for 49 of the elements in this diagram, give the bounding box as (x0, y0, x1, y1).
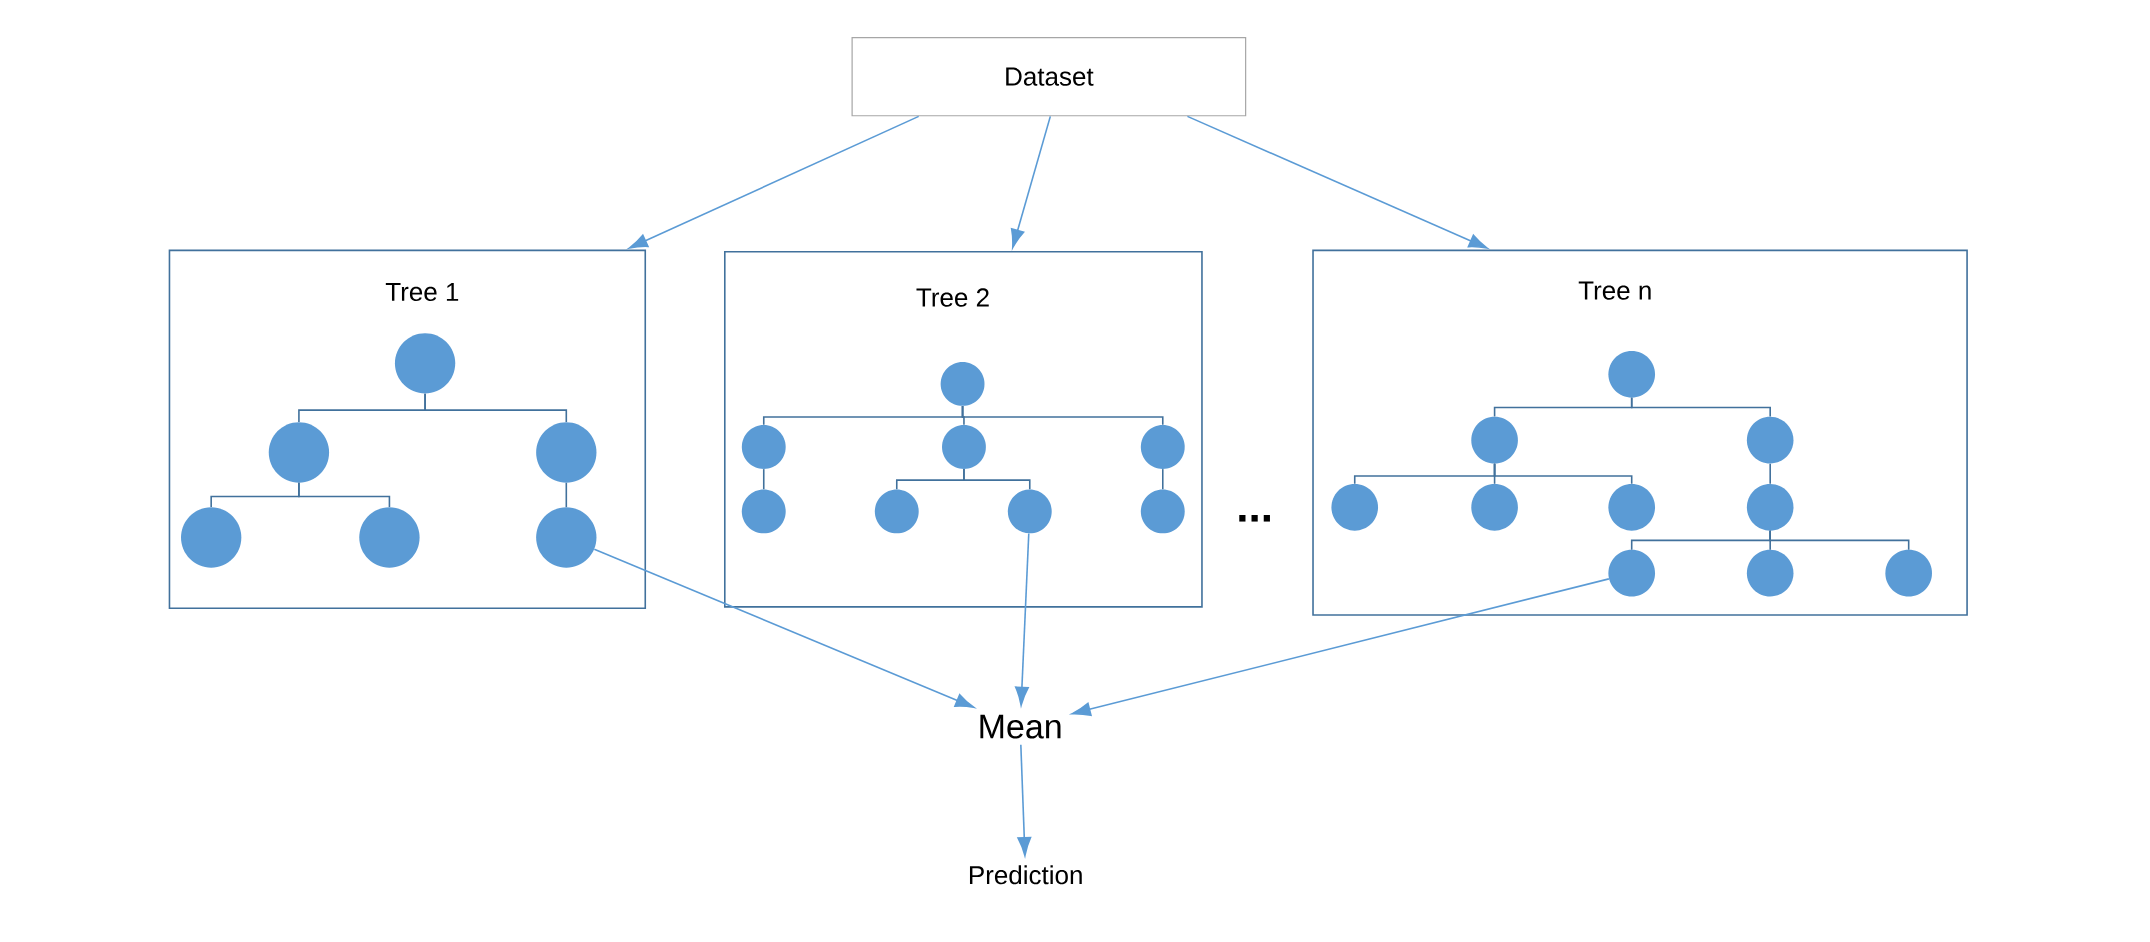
result-label: Mean (980, 714, 1061, 739)
arrow (1186, 115, 1488, 249)
tree-node-circle (741, 489, 786, 534)
connector-line (424, 392, 568, 423)
dataset-box: Dataset (851, 37, 1247, 117)
tree-node-circle (1331, 484, 1379, 531)
connector-line (298, 482, 391, 508)
tree-box: Tree n (1312, 249, 1968, 616)
connector-line (565, 482, 568, 508)
connector-line (1630, 397, 1771, 418)
connector-line (1493, 462, 1633, 485)
connector-line (1769, 462, 1771, 485)
connector-line (1769, 530, 1910, 551)
tree-node-circle (874, 489, 919, 534)
connector-line (961, 405, 1164, 426)
arrow (628, 115, 920, 249)
tree-node-circle (394, 333, 456, 394)
arrow (1017, 743, 1032, 857)
tree-node-circle (741, 425, 786, 469)
tree-box: Tree 2 (724, 250, 1203, 608)
tree-node-circle (268, 422, 330, 483)
tree-node-circle (1746, 549, 1794, 597)
connector-line (1161, 468, 1164, 491)
tree-node-circle (1885, 549, 1932, 597)
tree-node-circle (940, 361, 985, 406)
connector-line (762, 468, 765, 491)
tree-node-circle (536, 422, 597, 483)
tree-node-circle (1608, 484, 1655, 531)
tree-box: Tree 1 (168, 249, 647, 609)
tree-node-circle (1608, 549, 1655, 597)
tree-node-circle (181, 507, 242, 568)
tree-node-circle (1140, 425, 1185, 469)
tree-node-circle (1007, 489, 1052, 534)
arrow (593, 548, 975, 709)
tree-node-circle (1608, 351, 1655, 398)
connector-line (963, 468, 1031, 491)
tree-node-circle (1471, 416, 1518, 464)
tree-node-circle (359, 507, 420, 568)
tree-node-circle (1140, 489, 1185, 534)
tree-node-circle (1471, 484, 1518, 531)
tree-node-circle (1746, 416, 1794, 464)
ellipsis: ... (1239, 515, 1270, 522)
tree-node-circle (942, 425, 986, 469)
tree-node-circle (536, 507, 597, 568)
arrow (1010, 115, 1052, 249)
tree-node-circle (1746, 484, 1794, 531)
arrow (1014, 532, 1030, 706)
arrow (1071, 578, 1610, 717)
result-label: Prediction (970, 865, 1082, 885)
